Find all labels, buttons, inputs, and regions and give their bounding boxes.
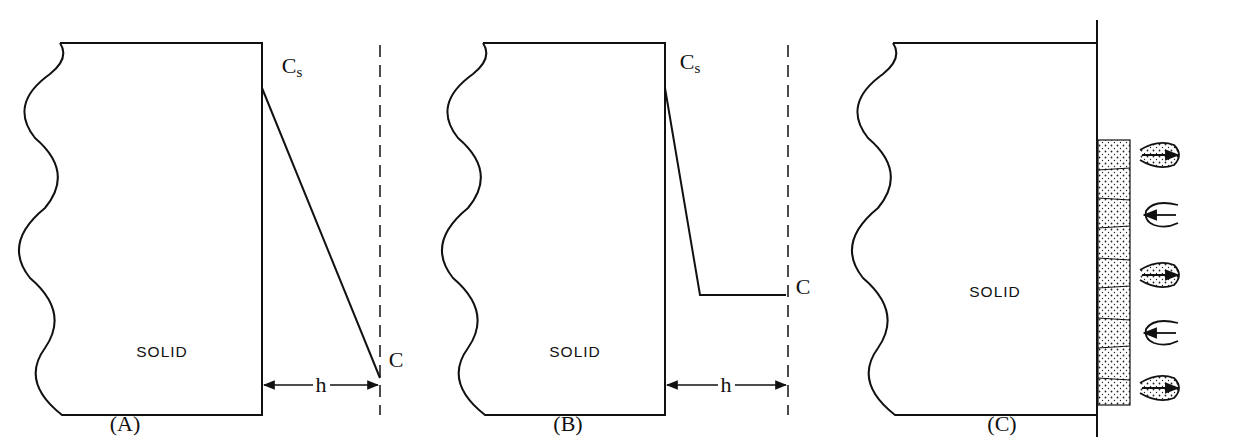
solid-block: SOLID (485, 43, 665, 415)
surface-concentration: Cs (680, 51, 701, 73)
solid-block: SOLID (62, 43, 262, 415)
bulk-concentration: C (389, 349, 404, 371)
panel-label: (A) (110, 413, 141, 435)
film-thickness: h (718, 374, 735, 396)
bulk-concentration: C (796, 276, 811, 298)
material-label: SOLID (485, 343, 665, 361)
panel-label: (C) (987, 413, 1016, 435)
film-thickness: h (313, 374, 330, 396)
surface-concentration: Cs (282, 55, 303, 77)
solid-block: SOLID (895, 43, 1095, 415)
panel-label: (B) (553, 413, 582, 435)
material-label: SOLID (895, 283, 1095, 301)
material-label: SOLID (62, 343, 262, 361)
